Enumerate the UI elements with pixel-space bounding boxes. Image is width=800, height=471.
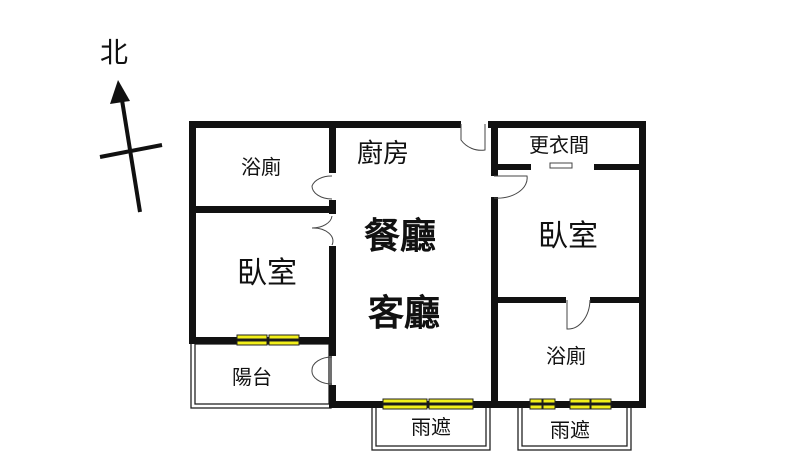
- north-label: 北: [100, 36, 128, 69]
- compass-arrow-shaft: [120, 99, 142, 213]
- room-label-dining: 餐廳: [364, 215, 436, 257]
- room-label-canopy-left: 雨遮: [411, 415, 451, 439]
- door-swings: [311, 124, 591, 385]
- walls: [189, 121, 646, 408]
- room-label-canopy-right: 雨遮: [550, 418, 590, 442]
- room-label-balcony: 陽台: [232, 365, 272, 389]
- north-compass: 北: [99, 36, 163, 213]
- room-label-bedroom-left: 臥室: [237, 256, 297, 291]
- room-label-living: 客廳: [368, 292, 440, 334]
- room-label-bath-right: 浴廁: [546, 344, 586, 368]
- room-label-closet: 更衣間: [529, 133, 589, 157]
- room-label-bedroom-right: 臥室: [538, 219, 598, 254]
- compass-crossbar: [99, 143, 163, 159]
- windows: [236, 334, 612, 410]
- room-label-kitchen: 廚房: [357, 139, 409, 169]
- room-label-bath-left: 浴廁: [241, 155, 281, 179]
- arrow-up-icon: [110, 80, 130, 104]
